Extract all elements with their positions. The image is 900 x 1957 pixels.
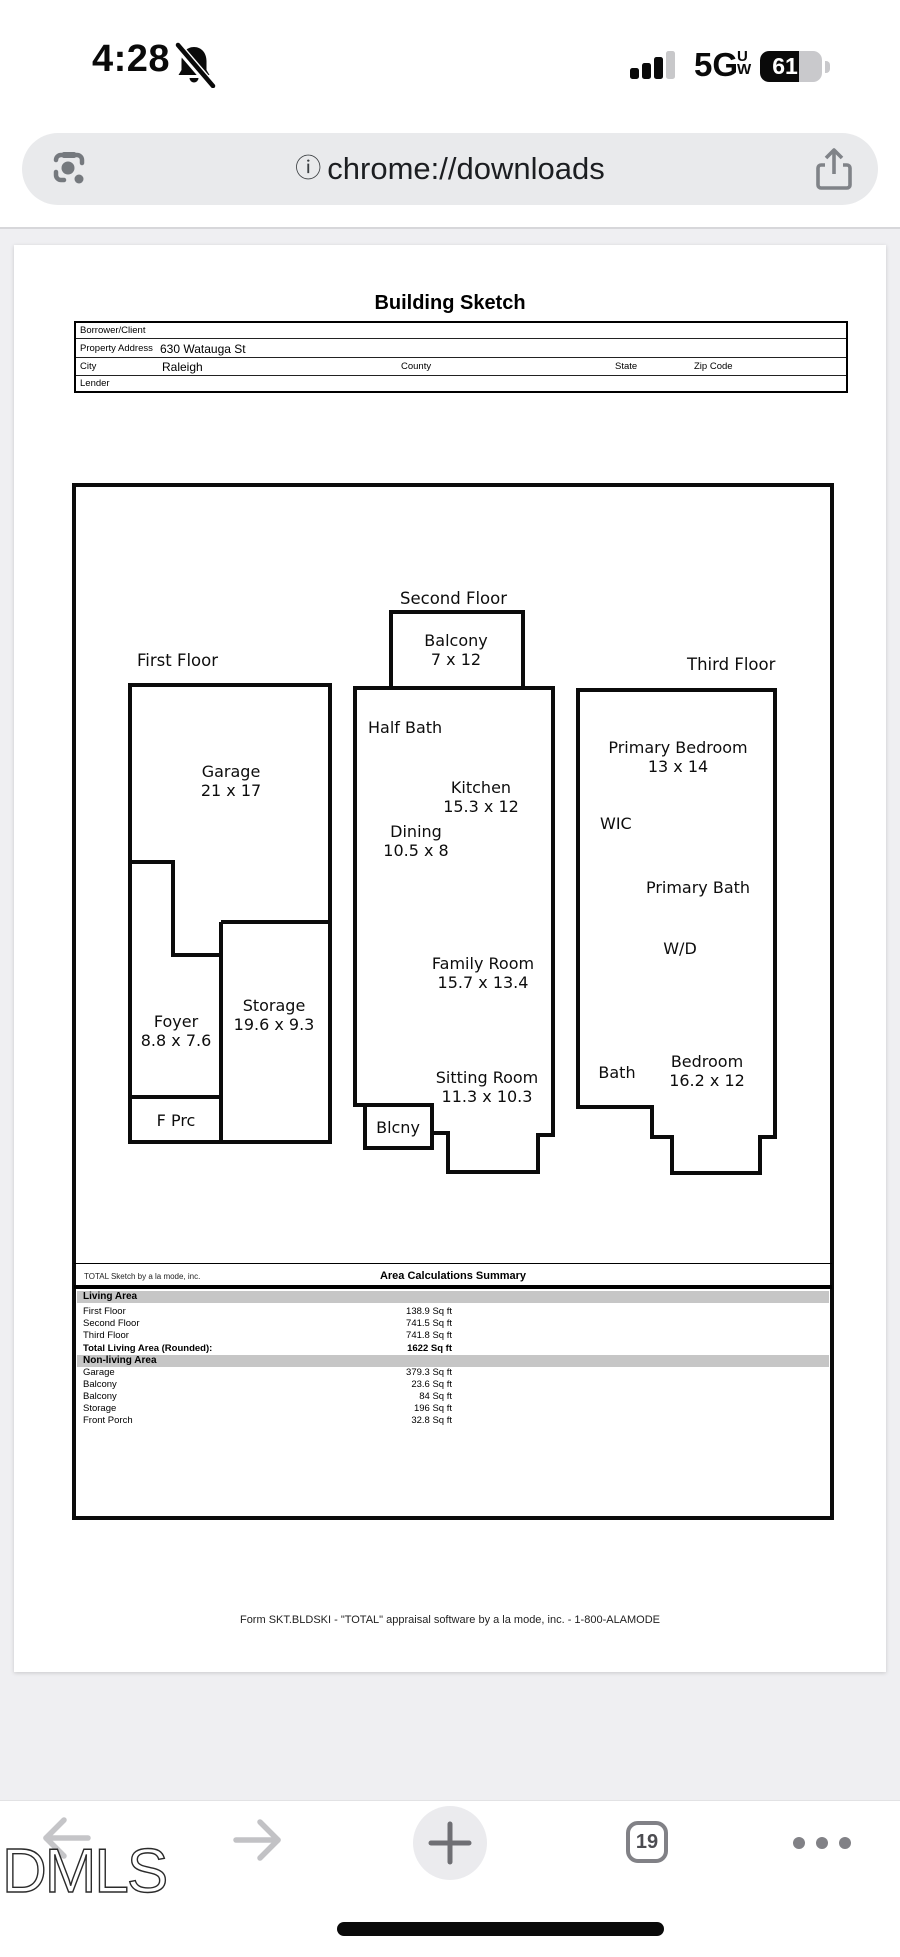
share-icon[interactable] bbox=[814, 147, 854, 193]
room-primary-bedroom: Primary Bedroom 13 x 14 bbox=[608, 738, 748, 776]
page-title: Building Sketch bbox=[374, 292, 526, 314]
form-row-property: Property Address 630 Watauga St bbox=[76, 339, 846, 358]
room-blcny: Blcny bbox=[376, 1118, 420, 1137]
network-type-label: 5G bbox=[694, 46, 739, 83]
room-bedroom: Bedroom 16.2 x 12 bbox=[669, 1052, 745, 1090]
floor-label-third: Third Floor bbox=[687, 655, 776, 674]
network-band-label: U W bbox=[737, 48, 752, 78]
storage-walls bbox=[219, 920, 330, 1142]
nonliving-row-value: 84 Sq ft bbox=[419, 1391, 452, 1402]
clock-label: 4:28 bbox=[92, 38, 171, 80]
third-floor-outline bbox=[576, 688, 777, 1175]
room-storage: Storage 19.6 x 9.3 bbox=[233, 996, 315, 1034]
form-row-borrower: Borrower/Client bbox=[76, 323, 846, 339]
room-bath: Bath bbox=[598, 1063, 636, 1082]
tab-switcher-button[interactable]: 19 bbox=[626, 1821, 668, 1863]
form-row-lender: Lender bbox=[76, 376, 846, 391]
living-row-value: 741.8 Sq ft bbox=[406, 1330, 452, 1341]
back-button[interactable] bbox=[36, 1815, 94, 1861]
room-foyer: Foyer 8.8 x 7.6 bbox=[140, 1012, 212, 1050]
network-band-top: U bbox=[737, 48, 748, 65]
living-row-label: Third Floor bbox=[83, 1330, 129, 1341]
property-address-value: 630 Watauga St bbox=[160, 342, 246, 356]
nonliving-row-label: Balcony bbox=[83, 1391, 117, 1402]
county-label: County bbox=[401, 361, 432, 372]
summary-title: Area Calculations Summary bbox=[379, 1270, 527, 1282]
status-bar: 4:28 5G U W 61 bbox=[0, 0, 900, 110]
living-area-header: Living Area bbox=[77, 1291, 829, 1303]
room-primary-bath: Primary Bath bbox=[645, 878, 751, 897]
form-row-city: City Raleigh County State Zip Code bbox=[76, 358, 846, 376]
total-living-label: Total Living Area (Rounded): bbox=[83, 1343, 213, 1354]
lender-label: Lender bbox=[80, 378, 110, 389]
living-row-value: 741.5 Sq ft bbox=[406, 1318, 452, 1329]
summary-thick-rule bbox=[74, 1285, 832, 1289]
summary-top-rule bbox=[74, 1263, 832, 1264]
room-wic: WIC bbox=[600, 814, 632, 833]
nonliving-row-label: Storage bbox=[83, 1403, 117, 1414]
signal-bars-icon bbox=[630, 51, 675, 79]
nonliving-row-value: 23.6 Sq ft bbox=[411, 1379, 452, 1390]
second-floor-blcny-outline bbox=[363, 1103, 434, 1150]
living-row-label: First Floor bbox=[83, 1306, 126, 1317]
info-icon: ⓘ bbox=[295, 153, 322, 183]
home-indicator[interactable] bbox=[337, 1922, 664, 1936]
nonliving-area-header: Non-living Area bbox=[77, 1355, 829, 1367]
city-label: City bbox=[80, 361, 97, 372]
plus-icon bbox=[428, 1821, 472, 1865]
room-garage: Garage 21 x 17 bbox=[200, 762, 262, 800]
tab-count: 19 bbox=[635, 1830, 659, 1853]
living-row-label: Second Floor bbox=[83, 1318, 140, 1329]
room-front-porch: F Prc bbox=[156, 1111, 196, 1130]
floor-label-first: First Floor bbox=[137, 651, 219, 670]
first-floor-outline bbox=[128, 683, 332, 1144]
room-dining: Dining 10.5 x 8 bbox=[383, 822, 449, 860]
menu-button[interactable] bbox=[782, 1836, 851, 1854]
battery-percent: 61 bbox=[772, 53, 798, 79]
network-band-bottom: W bbox=[737, 61, 752, 78]
first-floor-step-wall bbox=[132, 860, 221, 957]
borrower-label: Borrower/Client bbox=[80, 325, 146, 336]
nonliving-row-value: 379.3 Sq ft bbox=[406, 1367, 452, 1378]
lens-camera-icon[interactable] bbox=[46, 146, 92, 192]
battery-icon: 61 bbox=[760, 51, 822, 82]
floorplan-svg bbox=[128, 610, 777, 1175]
room-half-bath: Half Bath bbox=[368, 718, 443, 737]
room-balcony: Balcony 7 x 12 bbox=[424, 631, 488, 669]
more-dots-icon bbox=[793, 1837, 805, 1849]
property-address-label: Property Address bbox=[80, 343, 153, 354]
new-tab-button[interactable] bbox=[413, 1806, 487, 1880]
floor-label-second: Second Floor bbox=[400, 589, 508, 608]
nonliving-row-label: Balcony bbox=[83, 1379, 117, 1390]
room-kitchen: Kitchen 15.3 x 12 bbox=[443, 778, 519, 816]
header-separator bbox=[0, 227, 900, 229]
room-family-room: Family Room 15.7 x 13.4 bbox=[431, 954, 535, 992]
zip-label: Zip Code bbox=[694, 361, 733, 372]
second-floor-balcony-outline bbox=[389, 610, 525, 690]
summary-branding: TOTAL Sketch by a la mode, inc. bbox=[84, 1272, 201, 1281]
muted-bell-icon bbox=[172, 42, 216, 88]
nonliving-row-label: Garage bbox=[83, 1367, 115, 1378]
client-form: Borrower/Client Property Address 630 Wat… bbox=[74, 321, 848, 393]
dmls-watermark: DMLS bbox=[1, 1837, 169, 1906]
nonliving-row-value: 32.8 Sq ft bbox=[411, 1415, 452, 1426]
forward-button[interactable] bbox=[230, 1817, 288, 1863]
living-row-value: 138.9 Sq ft bbox=[406, 1306, 452, 1317]
battery-nub-icon bbox=[825, 61, 830, 73]
form-footer: Form SKT.BLDSKI - "TOTAL" appraisal soft… bbox=[239, 1614, 661, 1626]
state-label: State bbox=[615, 361, 638, 372]
url-value: chrome://downloads bbox=[327, 151, 605, 186]
room-wd: W/D bbox=[663, 939, 697, 958]
battery-fill bbox=[760, 51, 799, 82]
room-sitting-room: Sitting Room 11.3 x 10.3 bbox=[435, 1068, 539, 1106]
total-living-value: 1622 Sq ft bbox=[407, 1343, 452, 1354]
nonliving-row-value: 196 Sq ft bbox=[413, 1403, 452, 1414]
nonliving-row-label: Front Porch bbox=[83, 1415, 133, 1426]
city-value: Raleigh bbox=[162, 360, 203, 374]
url-bar[interactable] bbox=[22, 133, 878, 205]
